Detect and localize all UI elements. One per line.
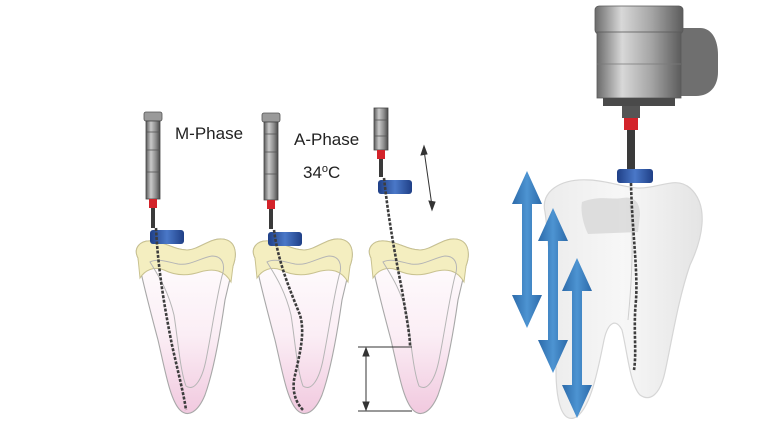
endodontic-file-icon <box>373 107 412 347</box>
m-phase-label: M-Phase <box>175 124 244 143</box>
endodontic-file-icon <box>143 111 188 411</box>
handpiece-icon <box>594 5 718 172</box>
temperature-value: 34 <box>303 163 322 182</box>
rubber-stopper <box>150 230 184 244</box>
rubber-stopper <box>378 180 412 194</box>
temperature-degree: o <box>321 163 329 175</box>
a-phase-label: A-Phase <box>294 130 360 149</box>
temperature-unit: C <box>328 163 341 182</box>
rubber-stopper <box>268 232 302 246</box>
up-down-arrow-icon <box>420 144 436 212</box>
up-down-arrow-icon <box>512 171 542 328</box>
endodontic-file-icon <box>261 112 304 411</box>
up-down-arrow-icon <box>538 208 568 373</box>
tooth-third <box>368 238 469 415</box>
file-in-canal <box>629 182 638 371</box>
temperature-label: 34oC <box>303 163 340 183</box>
up-down-arrow-icon <box>562 258 592 418</box>
tooth-icon <box>543 179 703 419</box>
tooth-m-phase <box>135 238 236 415</box>
depth-measure-bracket <box>358 346 412 412</box>
rubber-stopper <box>617 169 653 183</box>
